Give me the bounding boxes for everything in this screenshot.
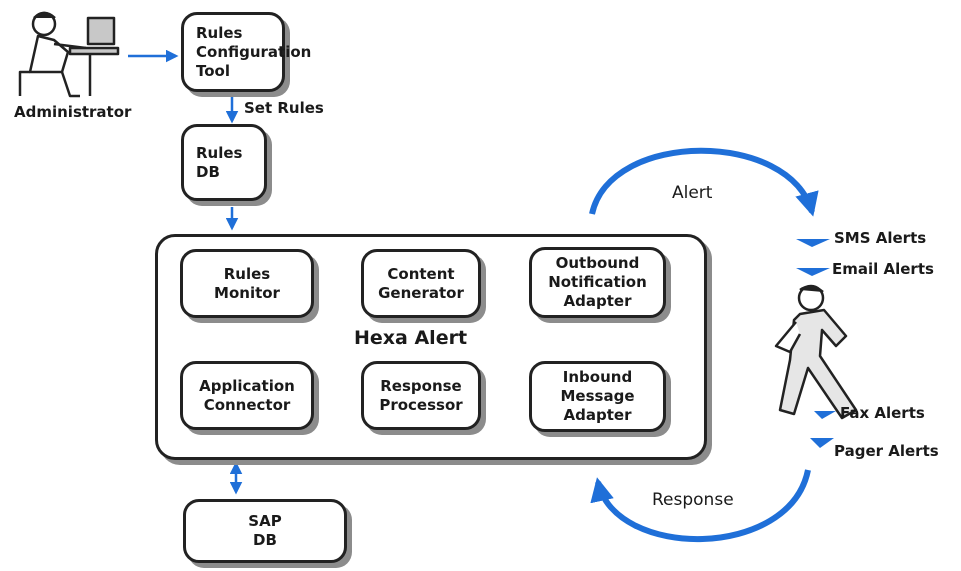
hexa-alert-title: Hexa Alert [354,327,468,349]
administrator-label: Administrator [14,103,132,121]
response-label: Response [652,490,734,510]
outbound-notification-adapter-box: Outbound Notification Adapter [529,247,666,318]
rules-monitor-box: Rules Monitor [180,249,314,318]
arrow-response-curve [590,469,811,543]
administrator-icon [18,11,120,98]
recipient-icon [774,284,858,420]
email-marker-icon [796,268,830,276]
sap-db-box: SAP DB [183,499,347,563]
fax-marker-icon [814,411,836,419]
alert-label: Alert [672,183,713,203]
sms-marker-icon [796,239,830,247]
email-alerts-label: Email Alerts [832,260,934,278]
inbound-message-adapter-box: Inbound Message Adapter [529,361,666,432]
pager-alerts-label: Pager Alerts [834,442,939,460]
arrow-alert-curve [589,147,819,217]
set-rules-label: Set Rules [244,99,324,117]
application-connector-box: Application Connector [180,361,314,430]
rules-db-box: Rules DB [181,124,267,201]
fax-alerts-label: Fax Alerts [840,404,925,422]
rules-configuration-tool-box: Rules Configuration Tool [181,12,311,92]
pager-marker-icon [810,438,834,448]
response-processor-box: Response Processor [361,361,481,430]
content-generator-box: Content Generator [361,249,481,318]
sms-alerts-label: SMS Alerts [834,229,927,247]
